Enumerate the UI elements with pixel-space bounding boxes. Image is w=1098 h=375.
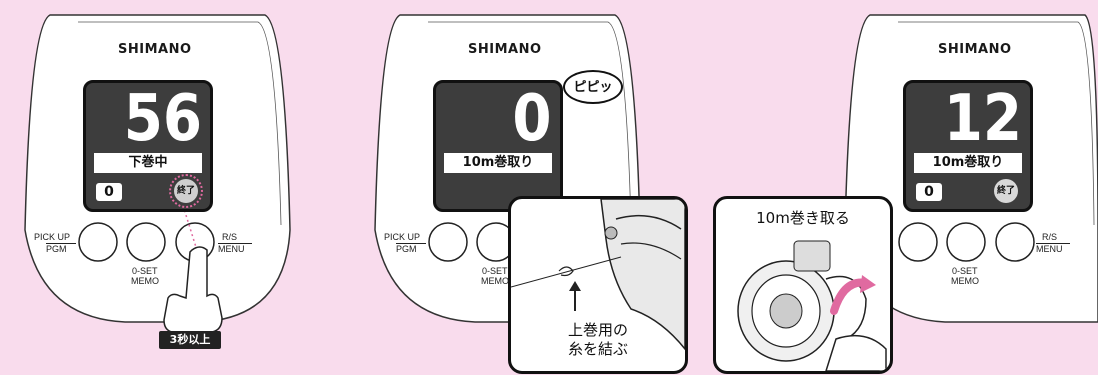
pickup-button-1	[78, 222, 118, 262]
end-button-3[interactable]: 終了	[994, 179, 1018, 203]
menu-label-3: MENU	[1036, 243, 1070, 254]
line-count-1: 56	[123, 82, 202, 156]
brand-logo-2: SHIMANO	[468, 42, 542, 57]
zero-indicator-1: 0	[96, 183, 122, 201]
tie-line-inset: 上巻用の 糸を結ぶ	[508, 196, 688, 374]
pgm-label-1: PGM	[46, 243, 76, 254]
brand-logo-1: SHIMANO	[118, 42, 192, 57]
oset-label-1: 0-SET	[132, 266, 158, 276]
line-count-2: 0	[512, 82, 552, 156]
brand-logo-3: SHIMANO	[938, 42, 1012, 57]
reel-wind-illustration	[737, 240, 887, 371]
oset-label-2: 0-SET	[482, 266, 508, 276]
wind-line-inset: 10m巻き取る	[713, 196, 893, 374]
rs-button-3	[995, 222, 1035, 262]
tie-line-caption-1: 上巻用の	[567, 321, 628, 339]
display-screen-3: 12 10m巻取り 0 終了	[903, 80, 1033, 212]
duration-badge: 3秒以上	[159, 331, 221, 349]
wind-caption: 10m巻き取る	[756, 209, 850, 227]
zero-indicator-3: 0	[916, 183, 942, 201]
line-count-3: 12	[943, 82, 1022, 156]
pickup-button-3	[898, 222, 938, 262]
rs-label-3: R/S	[1042, 232, 1058, 242]
beep-bubble: ピピッ	[563, 70, 623, 104]
oset-button-3	[946, 222, 986, 262]
pickup-button-2	[428, 222, 468, 262]
memo-label-2: MEMO	[481, 276, 509, 286]
status-label-2: 10m巻取り	[444, 153, 552, 173]
pickup-label-1: PICK UP	[34, 232, 71, 242]
pgm-label-2: PGM	[396, 243, 426, 254]
display-screen-2: 0 10m巻取り	[433, 80, 563, 212]
pickup-label-2: PICK UP	[384, 232, 421, 242]
menu-label-1: MENU	[218, 243, 252, 254]
tie-line-caption-2: 糸を結ぶ	[567, 340, 628, 358]
reel-line-illustration	[511, 199, 685, 351]
status-label-1: 下巻中	[94, 153, 202, 173]
oset-label-3: 0-SET	[952, 266, 978, 276]
end-button-1[interactable]: 終了	[169, 174, 203, 208]
oset-button-1	[126, 222, 166, 262]
finger-hand-icon	[163, 246, 223, 333]
rs-label-1: R/S	[222, 232, 238, 242]
status-label-3: 10m巻取り	[914, 153, 1022, 173]
memo-label-1: MEMO	[131, 276, 159, 286]
display-screen-1: 56 下巻中 0 終了	[83, 80, 213, 212]
memo-label-3: MEMO	[951, 276, 979, 286]
